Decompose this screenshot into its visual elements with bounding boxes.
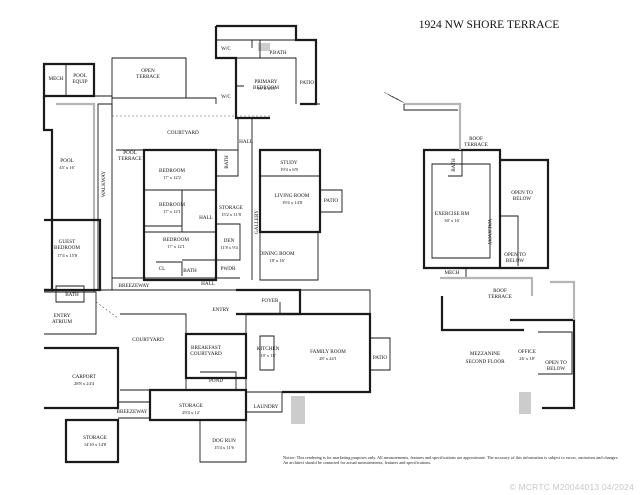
room-cl: CL (159, 266, 166, 272)
room-hall-mid: HALL (199, 215, 213, 221)
room-study: STUDY (280, 160, 298, 166)
room-pool-dim: 45' x 16' (59, 165, 75, 170)
room-kitchen: KITCHEN (257, 346, 280, 352)
room-courtyard-top: COURTYARD (167, 130, 199, 136)
room-gallery: GALLERY (254, 210, 260, 234)
room-storage-3-dim: 14'10 x 14'8 (84, 442, 107, 447)
room-walkway-right: WALKWAY (486, 219, 492, 246)
room-kitchen-dim: 19' x 18' (260, 353, 276, 358)
room-exercise-rm: EXERCISE RM (435, 211, 470, 217)
room-guest-bedroom-dim: 17'4 x 15'8 (57, 253, 78, 258)
room-entry: ENTRY (212, 307, 229, 313)
room-living-room: LIVING ROOM (275, 193, 310, 199)
disclaimer-notice: Notice: This rendering is for marketing … (283, 455, 619, 466)
room-bedroom-2: BEDROOM (159, 202, 185, 208)
room-bath-3: BATH (65, 292, 79, 298)
room-wic-1: W/C (221, 46, 231, 52)
room-bedroom-1: BEDROOM (159, 168, 185, 174)
room-mech-mezz: MECH (445, 270, 460, 276)
room-carport: CARPORT (72, 374, 96, 380)
room-dining-room-dim: 18' x 16' (269, 258, 285, 263)
room-hall-top: HALL (239, 139, 253, 145)
room-bedroom-1-dim: 17' x 12'2 (163, 175, 181, 180)
room-foyer: FOYER (261, 298, 279, 304)
room-den-dim: 11'8 x 9'4 (220, 245, 238, 250)
room-living-room-dim: 19'4 x 14'8 (282, 200, 303, 205)
room-office-dim: 26' x 18' (519, 356, 535, 361)
room-wic-2: W/C (221, 94, 231, 100)
room-study-dim: 19'4 x 6'8 (280, 167, 298, 172)
room-storage-2: STORAGE (179, 403, 203, 409)
room-storage-1: STORAGE (219, 205, 243, 211)
room-p-bath: P.BATH (269, 50, 286, 56)
main-floor-walls (42, 24, 391, 464)
room-patio-top: PATIO (300, 80, 314, 86)
room-primary-bedroom-dim: 19' x 18'8 (257, 86, 275, 91)
room-dog-run: DOG RUN (212, 438, 236, 444)
room-den: DEN (224, 238, 235, 244)
room-patio-low: PATIO (373, 355, 387, 361)
room-storage-2-dim: 29'4 x 12' (182, 410, 200, 415)
room-bath-mezz: BATH (451, 158, 457, 172)
room-patio-mid: PATIO (324, 198, 338, 204)
room-pwdr: PWDR (221, 266, 237, 272)
room-bath-2: BATH (183, 268, 197, 274)
second-floor-label: SECOND FLOOR (465, 359, 505, 365)
room-bedroom-3-dim: 17' x 12'1 (167, 244, 185, 249)
room-bedroom-2-dim: 17' x 12'1 (163, 209, 181, 214)
room-storage-1-dim: 15'2 x 11'8 (221, 212, 242, 217)
room-family-room-dim: 28' x 24'1 (319, 356, 337, 361)
watermark: © MCRTC M20044013 04/2024 (509, 482, 634, 492)
room-dog-run-dim: 15'4 x 11'6 (214, 445, 235, 450)
room-breezeway-top: BREEZEWAY (119, 283, 150, 289)
room-carport-dim: 28'8 x 24'4 (74, 381, 95, 386)
plan-title: 1924 NW SHORE TERRACE (419, 19, 559, 31)
room-mech: MECH (49, 76, 64, 82)
room-exercise-rm-dim: 30' x 16' (444, 218, 460, 223)
room-walkway-left: WALKWAY (101, 171, 107, 198)
room-dining-room: DINING ROOM (259, 251, 295, 257)
room-family-room: FAMILY ROOM (310, 349, 346, 355)
room-storage-3: STORAGE (83, 435, 107, 441)
mezzanine-walls (383, 91, 576, 414)
room-bath-1: BATH (224, 155, 230, 169)
room-bedroom-3: BEDROOM (163, 237, 189, 243)
room-courtyard-low: COURTYARD (132, 337, 164, 343)
room-pool: POOL (60, 158, 74, 164)
room-breezeway-low: BREEZEWAY (117, 409, 148, 415)
room-laundry: LAUNDRY (253, 404, 278, 410)
room-office: OFFICE (518, 349, 536, 355)
mezzanine-label: MEZZANINE (470, 351, 500, 357)
room-pond: POND (209, 378, 223, 384)
room-hall-low: HALL (201, 281, 215, 287)
